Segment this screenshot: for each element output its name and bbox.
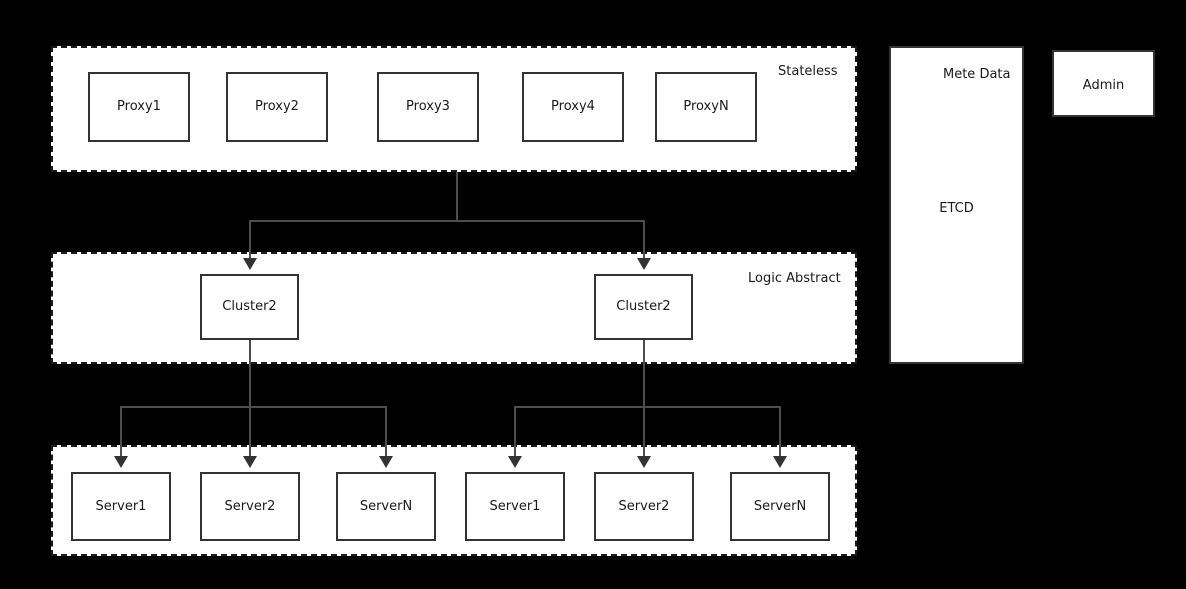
- node-server2-left[interactable]: Server2: [200, 472, 300, 541]
- node-proxy2[interactable]: Proxy2: [226, 72, 328, 142]
- edge-cluster-right-to-servern: [779, 406, 781, 460]
- edge-cluster-right-to-server2: [643, 406, 645, 460]
- edge-cluster-right-trunk: [643, 340, 645, 406]
- node-proxyn[interactable]: ProxyN: [655, 72, 757, 142]
- node-proxy4[interactable]: Proxy4: [522, 72, 624, 142]
- edge-cluster-left-to-server2: [249, 406, 251, 460]
- arrow-cluster-left-to-server1: [114, 456, 128, 468]
- node-server1-left[interactable]: Server1: [71, 472, 171, 541]
- arrow-stateless-to-cluster-right: [637, 258, 651, 270]
- panel-meta-data: Mete Data ETCD: [889, 46, 1024, 364]
- edge-stateless-to-cluster-left: [249, 220, 251, 262]
- arrow-cluster-left-to-servern: [379, 456, 393, 468]
- arrow-stateless-to-cluster-left: [243, 258, 257, 270]
- node-servern-left[interactable]: ServerN: [336, 472, 436, 541]
- edge-cluster-left-bus: [120, 406, 386, 408]
- panel-admin[interactable]: Admin: [1052, 50, 1155, 117]
- group-logic-abstract: [51, 252, 857, 364]
- group-servers: [51, 445, 857, 556]
- edge-cluster-right-bus: [514, 406, 780, 408]
- edge-cluster-left-trunk: [249, 340, 251, 406]
- arrow-cluster-right-to-server2: [637, 456, 651, 468]
- edge-cluster-right-to-server1: [514, 406, 516, 460]
- group-logic-abstract-label: Logic Abstract: [748, 271, 841, 286]
- panel-meta-data-center-label: ETCD: [939, 201, 974, 216]
- edge-stateless-trunk: [456, 172, 458, 222]
- panel-meta-data-title: Mete Data: [943, 67, 1011, 82]
- arrow-cluster-left-to-server2: [243, 456, 257, 468]
- node-proxy3[interactable]: Proxy3: [377, 72, 479, 142]
- edge-cluster-left-to-server1: [120, 406, 122, 460]
- edge-stateless-bus: [249, 220, 645, 222]
- edge-stateless-to-cluster-right: [643, 220, 645, 262]
- node-server2-right[interactable]: Server2: [594, 472, 694, 541]
- panel-admin-label: Admin: [1082, 78, 1125, 93]
- node-server1-right[interactable]: Server1: [465, 472, 565, 541]
- node-proxy1[interactable]: Proxy1: [88, 72, 190, 142]
- node-cluster-right[interactable]: Cluster2: [594, 274, 693, 340]
- node-servern-right[interactable]: ServerN: [730, 472, 830, 541]
- arrow-cluster-right-to-servern: [773, 456, 787, 468]
- arrow-cluster-right-to-server1: [508, 456, 522, 468]
- node-cluster-left[interactable]: Cluster2: [200, 274, 299, 340]
- group-stateless-label: Stateless: [778, 64, 838, 79]
- edge-cluster-left-to-servern: [385, 406, 387, 460]
